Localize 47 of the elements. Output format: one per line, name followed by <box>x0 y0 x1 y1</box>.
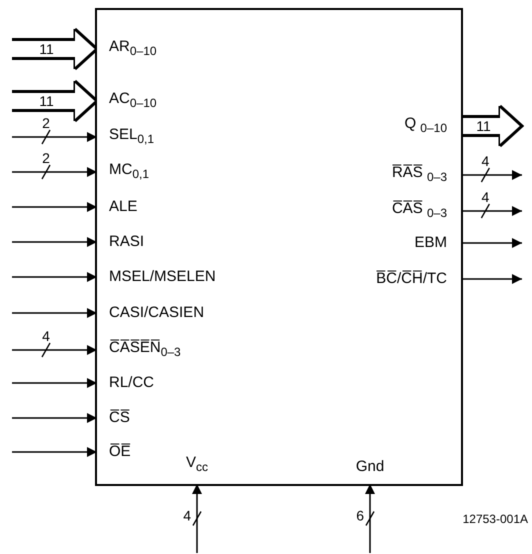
pin-label: RASI <box>97 231 144 253</box>
arrow <box>12 272 97 282</box>
chip-box <box>95 8 463 486</box>
pin-label: SEL$_{0,1}$ <box>97 124 154 150</box>
arrow <box>12 167 97 177</box>
arrow <box>12 132 97 142</box>
pin-label: RL/CC <box>97 372 154 394</box>
pin-label: AR$_{0–10}$ <box>97 36 157 62</box>
pin-label: C̅A̅S̅E̅N̅$_{0–3}$ <box>97 337 181 363</box>
pin-label: MC$_{0,1}$ <box>97 159 150 185</box>
arrow <box>12 202 97 212</box>
pin-label: R̅A̅S̅ $_{0–3}$ <box>392 162 461 188</box>
arrow <box>12 378 97 388</box>
pin-label: ALE <box>97 196 138 218</box>
edge-label: 4 <box>482 153 490 169</box>
pin-label: MSEL/MSELEN <box>97 266 216 288</box>
arrow <box>461 206 522 216</box>
edge-label: 2 <box>42 150 50 166</box>
edge-label: 11 <box>476 118 491 134</box>
arrow <box>12 308 97 318</box>
pin-label: C̅A̅S̅ $_{0–3}$ <box>392 198 461 224</box>
pin-label: Gnd <box>356 456 384 484</box>
pin-label: V$_{cc}$ <box>186 452 208 484</box>
pin-label: AC$_{0–10}$ <box>97 88 157 114</box>
arrow <box>12 345 97 355</box>
arrow <box>192 484 202 553</box>
edge-label: 4 <box>42 328 50 344</box>
pin-label: CASI/CASIEN <box>97 302 204 324</box>
pin-label: B̅C̅/C̅H̅/TC <box>376 268 461 290</box>
edge-label: 2 <box>42 115 50 131</box>
arrow <box>461 274 522 284</box>
arrow <box>365 484 375 553</box>
arrow <box>461 238 522 248</box>
pin-label: C̅S̅ <box>97 407 130 429</box>
pin-label: O̅E̅ <box>97 441 131 463</box>
pin-label: Q $_{0–10}$ <box>404 113 461 139</box>
edge-label: 4 <box>183 508 191 524</box>
arrow <box>12 447 97 457</box>
figure-number: 12753-001A <box>462 512 528 526</box>
arrow <box>12 413 97 423</box>
arrow <box>12 237 97 247</box>
edge-label: 11 <box>39 93 54 109</box>
edge-label: 6 <box>356 508 364 524</box>
edge-label: 4 <box>482 189 490 205</box>
edge-label: 11 <box>39 41 54 57</box>
pin-label: EBM <box>414 232 461 254</box>
arrow <box>461 170 522 180</box>
